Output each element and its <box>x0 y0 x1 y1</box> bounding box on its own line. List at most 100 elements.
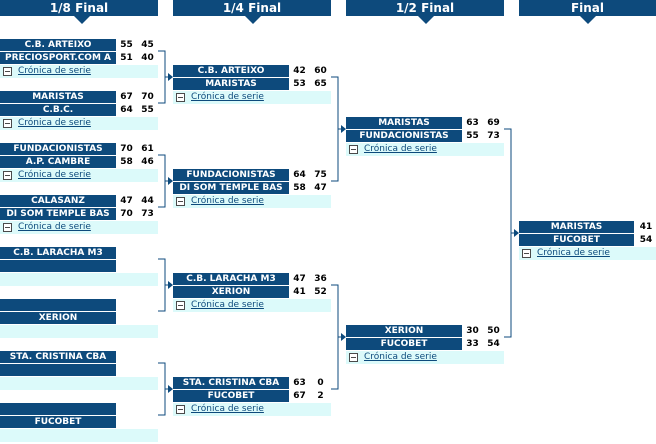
collapse-icon[interactable] <box>176 301 185 310</box>
team-row <box>0 364 158 376</box>
round-header-arrow-icon <box>245 16 261 24</box>
team-score <box>118 351 135 363</box>
team-score <box>118 247 135 259</box>
team-name <box>0 299 116 311</box>
team-score: 65 <box>312 78 329 90</box>
cronica-link[interactable]: Crónica de serie <box>18 118 91 128</box>
team-score: 41 <box>636 221 656 233</box>
cronica-link[interactable]: Crónica de serie <box>18 222 91 232</box>
bracket-connector-line <box>504 128 515 338</box>
collapse-icon[interactable] <box>176 197 185 206</box>
team-row: C.B. LARACHA M3 <box>0 247 158 259</box>
team-score <box>118 364 135 376</box>
team-name: XERION <box>173 286 289 298</box>
team-name: C.B. ARTEIXO <box>0 39 116 51</box>
connector-arrow-icon <box>341 333 346 341</box>
bracket-connector-line <box>158 50 169 104</box>
team-score <box>139 364 156 376</box>
cronica-link[interactable]: Crónica de serie <box>18 170 91 180</box>
team-name: A.P. CAMBRE <box>0 156 116 168</box>
team-name: FUCOBET <box>173 390 289 402</box>
team-score: 67 <box>291 390 308 402</box>
cronica-link[interactable]: Crónica de serie <box>364 352 437 362</box>
team-score: 54 <box>636 234 656 246</box>
cronica-link[interactable]: Crónica de serie <box>191 92 264 102</box>
cronica-link[interactable]: Crónica de serie <box>537 248 610 258</box>
team-score: 46 <box>139 156 156 168</box>
team-score: 47 <box>312 182 329 194</box>
team-score: 42 <box>291 65 308 77</box>
team-score: 55 <box>118 39 135 51</box>
team-score: 47 <box>118 195 135 207</box>
cronica-row <box>0 377 158 390</box>
team-name: MARISTAS <box>0 91 116 103</box>
team-score: 64 <box>291 169 308 181</box>
team-score: 33 <box>464 338 481 350</box>
cronica-link[interactable]: Crónica de serie <box>191 196 264 206</box>
cronica-row: Crónica de serie <box>173 195 331 208</box>
collapse-icon[interactable] <box>3 171 12 180</box>
team-name: PRECIOSPORT.COM A <box>0 52 116 64</box>
team-score <box>139 403 156 415</box>
team-row: FUCOBET <box>0 416 158 428</box>
team-score <box>118 260 135 272</box>
cronica-row: Crónica de serie <box>173 299 331 312</box>
team-score: 58 <box>118 156 135 168</box>
team-score <box>139 312 156 324</box>
collapse-icon[interactable] <box>522 249 531 258</box>
bracket-connector-line <box>158 154 169 208</box>
team-score: 69 <box>485 117 502 129</box>
cronica-link[interactable]: Crónica de serie <box>191 300 264 310</box>
team-score <box>139 247 156 259</box>
cronica-row: Crónica de serie <box>0 169 158 182</box>
team-name: C.B.C. <box>0 104 116 116</box>
cronica-row: Crónica de serie <box>346 143 504 156</box>
collapse-icon[interactable] <box>176 405 185 414</box>
team-score: 55 <box>139 104 156 116</box>
team-score: 70 <box>118 143 135 155</box>
collapse-icon[interactable] <box>349 353 358 362</box>
team-name <box>0 260 116 272</box>
team-score <box>118 403 135 415</box>
team-name: XERION <box>0 312 116 324</box>
team-row <box>0 299 158 311</box>
collapse-icon[interactable] <box>3 119 12 128</box>
team-name: FUCOBET <box>0 416 116 428</box>
bracket-connector-line <box>158 362 169 416</box>
round-header: Final <box>519 0 656 16</box>
cronica-link[interactable]: Crónica de serie <box>364 144 437 154</box>
connector-arrow-icon <box>168 385 173 393</box>
team-score: 47 <box>291 273 308 285</box>
cronica-link[interactable]: Crónica de serie <box>18 66 91 76</box>
cronica-row: Crónica de serie <box>519 247 656 260</box>
team-score: 53 <box>291 78 308 90</box>
round-header: 1/8 Final <box>0 0 158 16</box>
team-name: CALASANZ <box>0 195 116 207</box>
connector-arrow-icon <box>168 73 173 81</box>
team-score: 54 <box>485 338 502 350</box>
cronica-row: Crónica de serie <box>0 117 158 130</box>
cronica-link[interactable]: Crónica de serie <box>191 404 264 414</box>
team-row <box>0 260 158 272</box>
collapse-icon[interactable] <box>3 67 12 76</box>
team-name: MARISTAS <box>346 117 462 129</box>
round-header-arrow-icon <box>74 16 90 24</box>
team-name: FUNDACIONISTAS <box>346 130 462 142</box>
team-score <box>118 312 135 324</box>
collapse-icon[interactable] <box>3 223 12 232</box>
collapse-icon[interactable] <box>349 145 358 154</box>
team-score: 70 <box>118 208 135 220</box>
collapse-icon[interactable] <box>176 93 185 102</box>
connector-arrow-icon <box>168 177 173 185</box>
team-name: C.B. ARTEIXO <box>173 65 289 77</box>
